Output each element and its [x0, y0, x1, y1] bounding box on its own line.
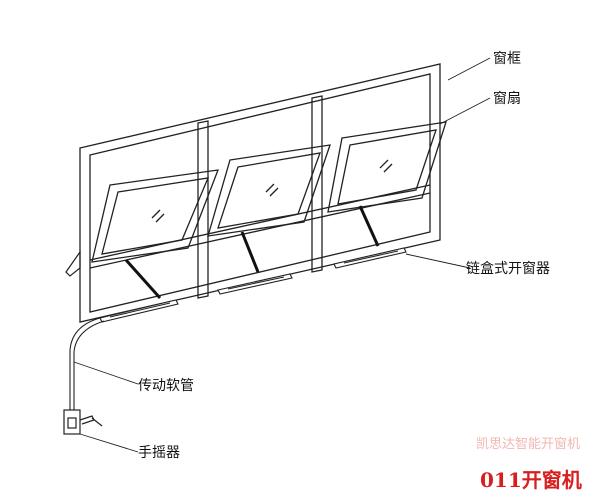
window-sash-3: [327, 121, 447, 213]
label-hand-crank: 手摇器: [138, 445, 180, 461]
label-sash: 窗扇: [493, 90, 521, 107]
flexible-drive-tube: [69, 317, 105, 410]
leader-sash: [439, 97, 491, 125]
hand-crank: [63, 409, 103, 435]
label-chain-opener: 链盒式开窗器: [466, 260, 550, 277]
footer-title: 011开窗机: [480, 468, 582, 492]
chain-opener-3: [333, 205, 407, 269]
leader-lines: [73, 57, 491, 453]
label-flex-tube: 传动软管: [138, 378, 194, 394]
label-frame: 窗框: [493, 50, 521, 67]
watermark-text: 凯思达智能开窗机: [476, 436, 580, 452]
window-sash-2: [207, 144, 331, 237]
window-sash-1: [91, 169, 220, 263]
chain-opener-2: [217, 231, 293, 295]
leader-hand-crank: [79, 433, 139, 453]
leader-flex-tube: [73, 361, 139, 385]
chain-opener-1: [99, 258, 179, 323]
leader-frame: [447, 57, 491, 81]
left-bracket: [65, 250, 81, 277]
leader-chain-opener: [405, 253, 471, 269]
